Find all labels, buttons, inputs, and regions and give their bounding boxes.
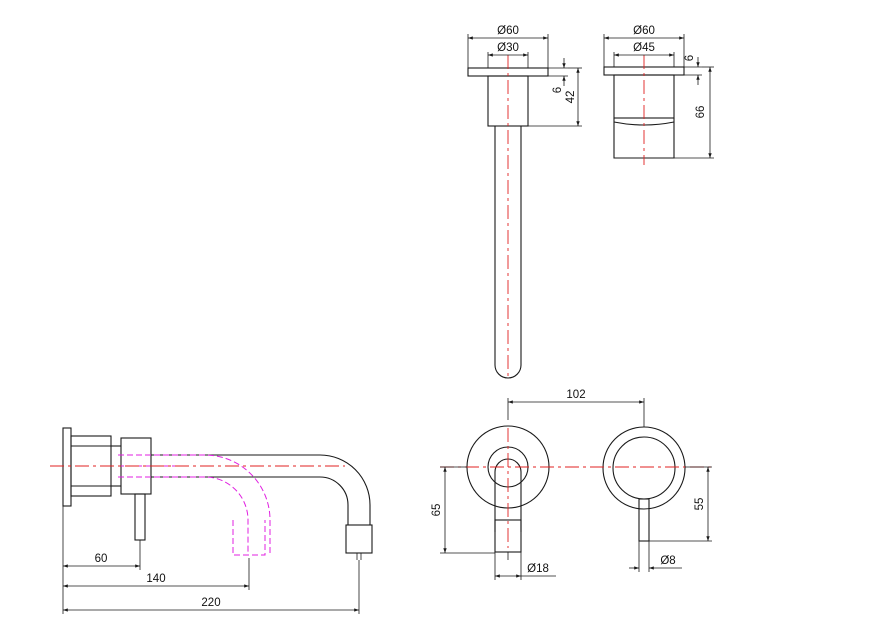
dim-side-lever-offset: 60: [95, 553, 108, 565]
side-view: [50, 427, 373, 560]
handle-top-view: [603, 55, 685, 165]
dim-spout-height: 65: [431, 504, 443, 517]
front-view-handle: [602, 426, 686, 542]
dim-handle-height: 66: [695, 106, 707, 119]
dim-spout-tip-diameter: Ø18: [527, 563, 549, 575]
dim-handle-flange-diameter: Ø60: [633, 25, 655, 37]
dim-side-spout-projection-hidden: 140: [146, 573, 165, 585]
dim-center-distance: 102: [566, 389, 585, 401]
dim-lever-height: 55: [694, 498, 706, 511]
side-view-dimensions: 60 140 220: [62, 506, 360, 614]
dim-handle-body-diameter: Ø45: [633, 42, 655, 54]
dim-handle-flange-thickness: 6: [684, 55, 696, 61]
front-view-dimensions: 102 65 55 Ø18 Ø8: [431, 389, 712, 580]
dim-lever-diameter: Ø8: [660, 555, 675, 567]
dim-top-height: 42: [565, 91, 577, 104]
dim-top-flange-thickness: 6: [552, 87, 564, 93]
dim-top-body-diameter: Ø30: [497, 42, 519, 54]
spout-top-view: [467, 55, 549, 379]
spout-top-dimensions: Ø60 Ø30 6 42: [467, 25, 582, 127]
dim-top-flange-diameter: Ø60: [497, 25, 519, 37]
handle-top-dimensions: Ø60 Ø45 6 66: [603, 25, 714, 159]
dim-side-spout-projection: 220: [201, 597, 220, 609]
